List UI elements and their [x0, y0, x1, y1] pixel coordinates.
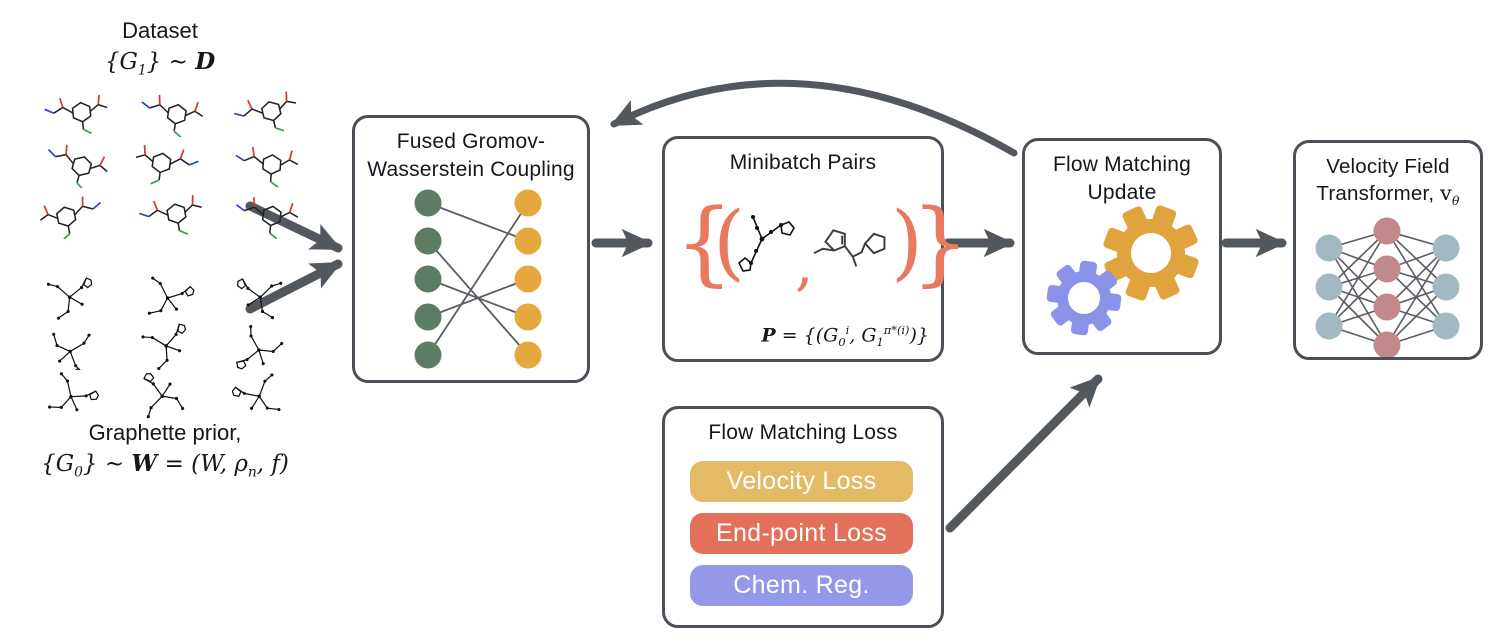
dataset-formula: {G1} ∼ D [104, 48, 216, 79]
molecule-thumbnail [129, 140, 213, 188]
graphette-thumbnail [232, 371, 296, 419]
flow-matching-loss-title: Flow Matching Loss [708, 421, 898, 444]
nn-hidden-node [1373, 293, 1401, 321]
nn-io-node [1432, 234, 1460, 262]
molecule-thumbnail [224, 191, 308, 239]
nn-hidden-node [1373, 331, 1401, 357]
coupling-target-node [514, 265, 542, 293]
graphette-thumbnail [232, 273, 296, 321]
nn-io-node [1315, 234, 1343, 262]
nn-io-node [1432, 312, 1460, 340]
pair-graphette [735, 205, 797, 277]
coupling-source-node [414, 303, 442, 331]
molecule-thumbnail [34, 191, 118, 239]
pair-molecule [807, 221, 895, 273]
bipartite-coupling-graph [414, 189, 542, 369]
coupling-target-node [514, 189, 542, 217]
graphette-thumbnail [232, 322, 296, 370]
molecule-thumbnail [129, 89, 213, 137]
nn-io-node [1315, 312, 1343, 340]
graphette-thumbnail [135, 322, 199, 370]
coupling-source-node [414, 189, 442, 217]
neural-network-illustration [1315, 217, 1460, 357]
open-paren: ( [713, 195, 745, 290]
gears-illustration [1046, 205, 1199, 336]
nn-hidden-node [1373, 217, 1401, 245]
graphette-thumbnail [38, 371, 102, 419]
molecule-thumbnail [129, 191, 213, 239]
coupling-target-node [514, 227, 542, 255]
graphette-thumbnail [135, 273, 199, 321]
coupling-target-node [514, 303, 542, 331]
graphette-thumbnail [38, 322, 102, 370]
loss-bar-1: Velocity Loss [690, 461, 913, 502]
graphette-grid [22, 272, 312, 420]
graphette-thumbnail [135, 371, 199, 419]
close-paren: ) [891, 195, 923, 290]
close-brace: } [911, 189, 970, 296]
flow-matching-update-title: Flow Matching Update [1053, 153, 1191, 204]
molecule-thumbnail [34, 89, 118, 137]
coupling-source-node [414, 265, 442, 293]
flow-matching-update-box: Flow Matching Update [1022, 138, 1222, 355]
arrow-loss-to-update [945, 374, 1103, 533]
pair-comma: , [795, 230, 814, 298]
nn-hidden-node [1373, 255, 1401, 283]
coupling-title: Fused Gromov- Wasserstein Coupling [367, 130, 575, 181]
graphette-thumbnail [38, 273, 102, 321]
velocity-transformer-title: Velocity Field Transformer, vθ [1316, 155, 1460, 209]
velocity-transformer-box: Velocity Field Transformer, vθ [1293, 140, 1483, 360]
nn-io-node [1315, 273, 1343, 301]
coupling-source-node [414, 227, 442, 255]
dataset-molecule-grid [28, 88, 313, 240]
coupling-box: Fused Gromov- Wasserstein Coupling [352, 115, 590, 383]
minibatch-title: Minibatch Pairs [729, 151, 877, 174]
loss-bar-3: Chem. Reg. [690, 565, 913, 606]
molecule-thumbnail [224, 89, 308, 137]
coupling-source-node [414, 341, 442, 369]
graphette-prior-formula: {G0} ∼ W = (W, ρn, f) [41, 450, 289, 481]
minibatch-box: Minibatch Pairs { ( , ) } P = {(G0i, G1π… [662, 136, 970, 362]
graphette-prior-label: Graphette prior, [88, 420, 242, 445]
dataset-label: Dataset [122, 18, 198, 43]
minibatch-formula: P = {(G0i, G1π*(i))} [761, 322, 929, 349]
coupling-target-node [514, 341, 542, 369]
gear-blue-icon [1046, 260, 1122, 336]
gear-yellow-icon [1103, 205, 1199, 301]
molecule-thumbnail [34, 140, 118, 188]
molecule-thumbnail [224, 140, 308, 188]
nn-io-node [1432, 273, 1460, 301]
loss-bar-2: End-point Loss [690, 513, 913, 554]
open-brace: { [675, 189, 734, 296]
